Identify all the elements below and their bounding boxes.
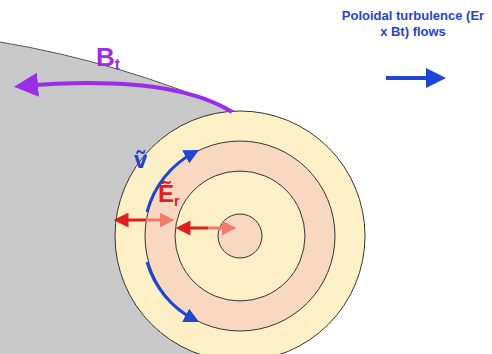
field-arrow: [180, 227, 208, 230]
flux-surface: [175, 171, 305, 301]
flow-label: Poloidal turbulence (Er x Bt) flows: [338, 8, 488, 39]
flow-arrow: [386, 76, 440, 80]
field-arrow: [118, 219, 146, 222]
field-label: Bt: [96, 42, 120, 74]
toroidal-field-arrow: [22, 83, 232, 112]
flux-surface: [145, 141, 335, 331]
velocity-arrow: [147, 262, 195, 320]
field-arrow: [208, 227, 232, 230]
torus-edge: [0, 42, 236, 112]
velocity-label: ṽ: [134, 146, 147, 174]
flux-surface: [218, 214, 262, 258]
flux-surface: [115, 111, 365, 354]
field-arrow: [146, 219, 170, 222]
velocity-arrow: [147, 152, 195, 212]
field-label: Ẽr: [158, 180, 180, 209]
